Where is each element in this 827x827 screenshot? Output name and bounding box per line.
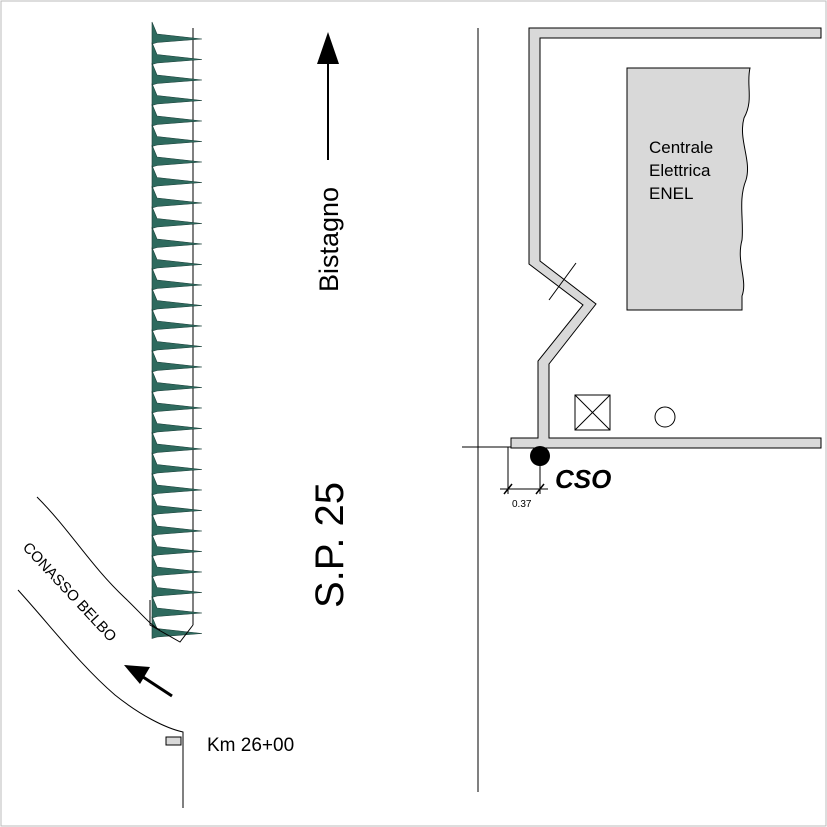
hedge-tree-icon (151, 83, 203, 106)
circle-marker-icon (654, 406, 676, 428)
hedge-tree-icon (151, 370, 203, 393)
hedge-tree-icon (151, 534, 203, 557)
hedge-tree-icon (151, 349, 203, 373)
hedge-tree-icon (151, 472, 203, 496)
hedge-tree-icon (151, 390, 203, 414)
station-code: CSO (555, 464, 611, 494)
gate-mark (548, 262, 577, 301)
offset-dimension-label: 0.37 (512, 499, 532, 510)
hedge-tree-icon (151, 452, 203, 475)
hedge-tree-icon (151, 554, 203, 578)
hedge-tree-icon (151, 308, 203, 332)
hedge-tree-icon (151, 165, 203, 188)
hedge-tree-icon (151, 226, 203, 250)
enclosure-wall (510, 27, 822, 449)
hedge-tree-icon (151, 288, 203, 311)
hedge-tree-icon (151, 616, 203, 639)
hedge-tree-icon (151, 411, 203, 434)
hedge-tree-icon (151, 267, 203, 291)
building-label-line3: ENEL (649, 184, 693, 203)
direction-label: Bistagno (314, 187, 344, 292)
building-label-line2: Elettrica (649, 161, 711, 180)
arrow-to-conasso-icon (124, 665, 173, 698)
km-marker-label: Km 26+00 (207, 735, 294, 756)
power-station-building (626, 67, 751, 311)
station-point-icon (530, 446, 550, 466)
hedge-tree-icon (151, 144, 203, 168)
side-road-edge-upper (36, 496, 161, 631)
hedge-tree-icon (151, 493, 203, 516)
hedge-tree-icon (151, 329, 203, 352)
hedge-tree-icon (151, 124, 203, 147)
arrow-north-icon (317, 32, 339, 160)
hedge-tree-icon (151, 103, 203, 127)
km-marker-icon (165, 736, 182, 746)
side-road-edge-lower (17, 589, 184, 808)
side-road-label: CONASSO BELBO (19, 539, 120, 645)
hedge-tree-icon (151, 595, 203, 619)
hedge-tree-icon (151, 185, 203, 209)
building-label-line1: Centrale (649, 138, 713, 157)
hedge-tree-icon (151, 206, 203, 229)
hedge-tree-icon (151, 21, 203, 45)
crossed-box-icon (574, 394, 611, 431)
hedge-tree-icon (151, 62, 203, 86)
hedge-tree-icon (151, 247, 203, 270)
offset-dimension-line (500, 483, 548, 495)
road-name: S.P. 25 (308, 482, 352, 608)
hedge-tree-icon (151, 513, 203, 537)
road-edge-upper (149, 600, 194, 643)
hedge-tree-icon (151, 575, 203, 598)
hedge-tree-icon (151, 431, 203, 455)
hedge-row (151, 21, 203, 639)
hedge-tree-icon (151, 42, 203, 65)
